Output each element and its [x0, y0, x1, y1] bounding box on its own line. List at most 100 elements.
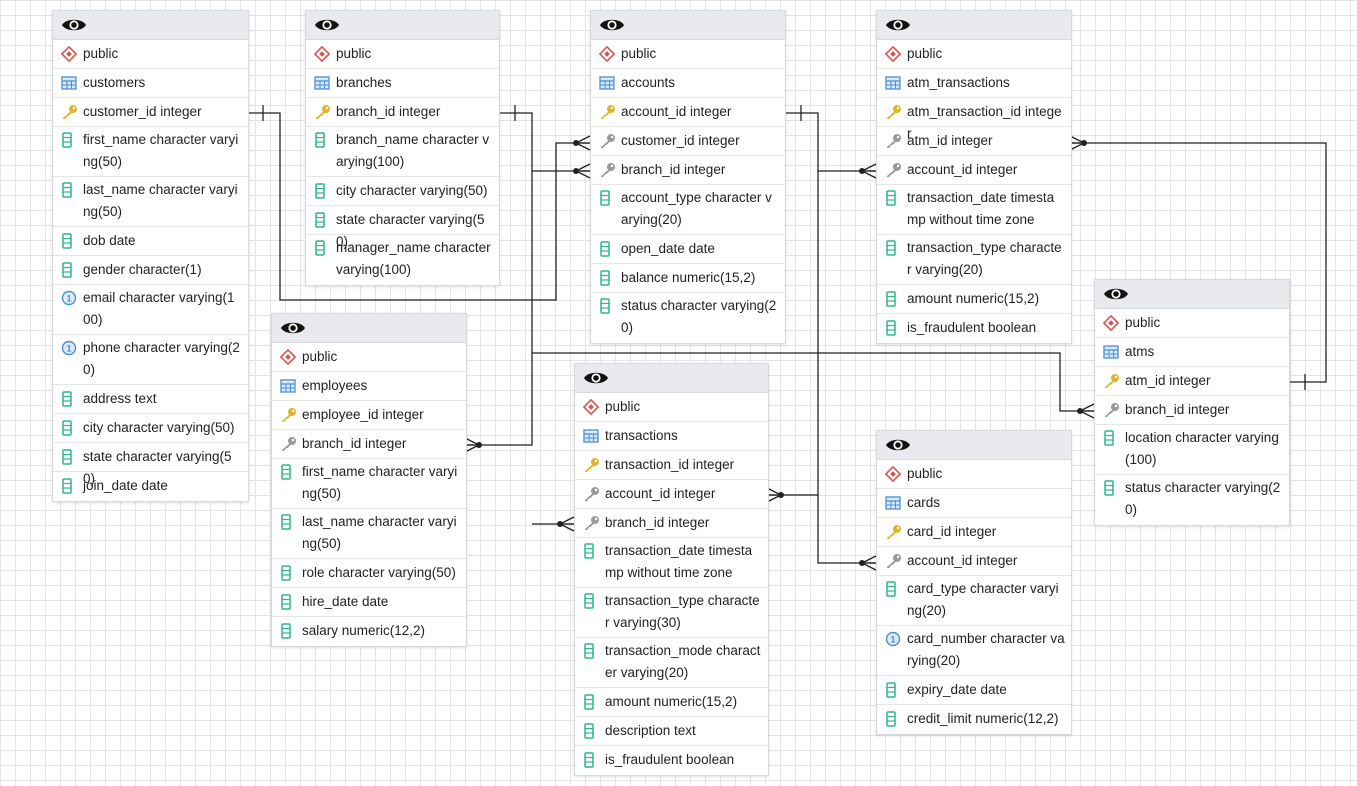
column-row[interactable]: last_name character varying(50)	[272, 509, 466, 559]
table-header[interactable]	[877, 11, 1071, 40]
column-row[interactable]: transaction_mode character varying(20)	[575, 638, 768, 688]
column-row[interactable]: open_date date	[591, 235, 785, 264]
column-row[interactable]: branch_id integer	[575, 509, 768, 538]
eye-icon[interactable]	[885, 436, 911, 454]
column-row[interactable]: atm_id integer	[1095, 367, 1289, 396]
column-row[interactable]: atm_id integer	[877, 127, 1071, 156]
schema-row[interactable]: public	[877, 460, 1071, 489]
column-row[interactable]: address text	[53, 385, 248, 414]
column-row[interactable]: dob date	[53, 227, 248, 256]
column-row[interactable]: branch_id integer	[591, 156, 785, 185]
column-row[interactable]: transaction_date timestamp without time …	[877, 185, 1071, 235]
column-row[interactable]: first_name character varying(50)	[53, 127, 248, 177]
column-row[interactable]: hire_date date	[272, 588, 466, 617]
column-row[interactable]: transaction_date timestamp without time …	[575, 538, 768, 588]
foreign-key-icon	[280, 433, 302, 455]
column-row[interactable]: branch_id integer	[1095, 396, 1289, 425]
column-row[interactable]: last_name character varying(50)	[53, 177, 248, 227]
column-row[interactable]: account_id integer	[877, 547, 1071, 576]
eye-icon[interactable]	[583, 369, 609, 387]
table-header[interactable]	[591, 11, 785, 40]
eye-icon[interactable]	[280, 319, 306, 337]
column-row[interactable]: branch_id integer	[272, 430, 466, 459]
column-row[interactable]: is_fraudulent boolean	[877, 314, 1071, 343]
schema-row[interactable]: public	[1095, 309, 1289, 338]
column-row[interactable]: location character varying(100)	[1095, 425, 1289, 475]
eye-icon[interactable]	[61, 16, 87, 34]
column-row[interactable]: transaction_id integer	[575, 451, 768, 480]
column-row[interactable]: branch_name character varying(100)	[306, 127, 499, 177]
column-row[interactable]: manager_name character varying(100)	[306, 235, 499, 285]
column-row[interactable]: description text	[575, 717, 768, 746]
column-row[interactable]: transaction_type character varying(20)	[877, 235, 1071, 285]
column-row[interactable]: state character varying(50)	[306, 206, 499, 249]
schema-row[interactable]: public	[306, 40, 499, 69]
schema-row[interactable]: public	[877, 40, 1071, 69]
schema-row[interactable]: public	[272, 343, 466, 372]
column-row[interactable]: credit_limit numeric(12,2)	[877, 705, 1071, 734]
column-row[interactable]: city character varying(50)	[306, 177, 499, 206]
table-name-row[interactable]: atm_transactions	[877, 69, 1071, 98]
column-row[interactable]: status character varying(20)	[591, 293, 785, 343]
column-row[interactable]: city character varying(50)	[53, 414, 248, 443]
table-header[interactable]	[877, 431, 1071, 460]
column-row[interactable]: account_id integer	[591, 98, 785, 127]
column-row[interactable]: gender character(1)	[53, 256, 248, 285]
table-name-row[interactable]: branches	[306, 69, 499, 98]
table-header[interactable]	[575, 364, 768, 393]
column-row[interactable]: card_type character varying(20)	[877, 576, 1071, 626]
schema-row[interactable]: public	[575, 393, 768, 422]
eye-icon[interactable]	[885, 16, 911, 34]
table-name-row[interactable]: accounts	[591, 69, 785, 98]
column-row[interactable]: role character varying(50)	[272, 559, 466, 588]
column-row[interactable]: atm_transaction_id integer	[877, 98, 1071, 141]
column-row[interactable]: status character varying(20)	[1095, 475, 1289, 525]
table-header[interactable]	[1095, 280, 1289, 309]
column-row[interactable]: account_type character varying(20)	[591, 185, 785, 235]
column-row[interactable]: salary numeric(12,2)	[272, 617, 466, 646]
table-name-row[interactable]: atms	[1095, 338, 1289, 367]
column-row[interactable]: account_id integer	[575, 480, 768, 509]
table-name-row[interactable]: customers	[53, 69, 248, 98]
column-row[interactable]: branch_id integer	[306, 98, 499, 127]
table-header[interactable]	[272, 314, 466, 343]
column-row[interactable]: employee_id integer	[272, 401, 466, 430]
eye-icon[interactable]	[1103, 285, 1129, 303]
column-row[interactable]: first_name character varying(50)	[272, 459, 466, 509]
column-icon	[61, 259, 83, 281]
column-row[interactable]: customer_id integer	[53, 98, 248, 127]
table-name-row[interactable]: employees	[272, 372, 466, 401]
table-name-row[interactable]: transactions	[575, 422, 768, 451]
column-row[interactable]: expiry_date date	[877, 676, 1071, 705]
column-row[interactable]: is_fraudulent boolean	[575, 746, 768, 775]
table-header[interactable]	[53, 11, 248, 40]
table-name-row[interactable]: cards	[877, 489, 1071, 518]
eye-icon[interactable]	[314, 16, 340, 34]
eye-icon[interactable]	[599, 16, 625, 34]
schema-row[interactable]: public	[53, 40, 248, 69]
column-icon	[885, 708, 907, 730]
schema-row[interactable]: public	[591, 40, 785, 69]
many-end-marker	[557, 521, 563, 527]
column-row[interactable]: card_id integer	[877, 518, 1071, 547]
column-row[interactable]: transaction_type character varying(30)	[575, 588, 768, 638]
column-row[interactable]: account_id integer	[877, 156, 1071, 185]
column-row[interactable]: amount numeric(15,2)	[575, 688, 768, 717]
column-row[interactable]: amount numeric(15,2)	[877, 285, 1071, 314]
table-header[interactable]	[306, 11, 499, 40]
column-row[interactable]: balance numeric(15,2)	[591, 264, 785, 293]
column-row[interactable]: state character varying(50)	[53, 443, 248, 486]
column-row[interactable]: customer_id integer	[591, 127, 785, 156]
column-row[interactable]: join_date date	[53, 472, 248, 501]
